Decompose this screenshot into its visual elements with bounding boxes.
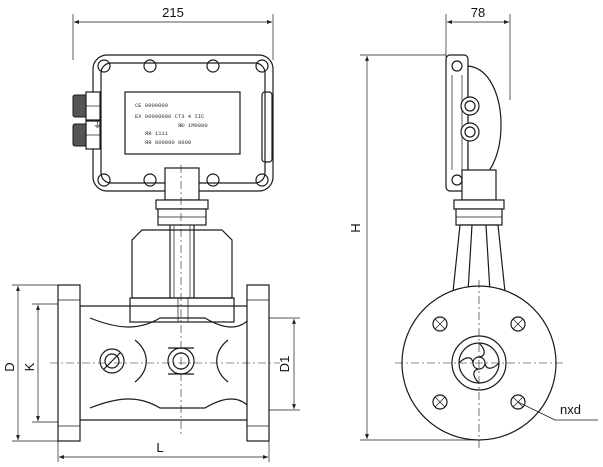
nameplate-line-5: ЯЯ 000000 0000 (145, 139, 191, 146)
dimension-height-label: H (348, 223, 363, 232)
neck (131, 167, 233, 299)
bolt-holes (432, 316, 526, 410)
nameplate-line-1: CE 0000000 (135, 102, 168, 109)
nameplate: CE 0000000 EX 00000000 CT3 4 IIC ЯЮ 1M00… (124, 91, 241, 155)
cable-gland-side-lower (460, 122, 480, 142)
neck-side (452, 169, 506, 293)
dimension-height: H (348, 54, 479, 441)
dimension-length-label: L (156, 440, 163, 455)
dimension-bolt-circle-label: K (22, 362, 37, 371)
dimension-width-label: 215 (162, 5, 184, 20)
cable-gland-lower (72, 120, 101, 150)
junction-box: ⏚ CE 0000000 EX 00000000 CT3 4 IIC ЯЮ 1M… (72, 54, 274, 192)
side-view: 78 (348, 5, 598, 448)
dimension-depth: 78 (445, 5, 511, 100)
front-view: 215 ⏚ (2, 5, 300, 462)
dimension-width: 215 (72, 5, 274, 60)
nameplate-line-3: ЯЮ 1M0000 (178, 122, 208, 129)
dimension-depth-label: 78 (471, 5, 485, 20)
impeller-vanes (458, 342, 500, 384)
meter-body (79, 297, 254, 421)
dimension-length: L (57, 440, 270, 462)
bolt-hole-callout-label: nxd (560, 402, 581, 417)
dimension-bolt-circle: K (22, 303, 58, 423)
pressure-port (99, 348, 125, 374)
dimension-flange-diameter-label: D (2, 362, 17, 371)
cable-gland-upper (72, 91, 101, 121)
nameplate-line-2: EX 00000000 CT3 4 IIC (135, 113, 205, 120)
nameplate-line-4: ЯЯ 1111 (145, 130, 169, 137)
junction-box-side (445, 54, 502, 192)
ground-icon: ⏚ (93, 120, 102, 131)
cable-gland-side-upper (460, 96, 480, 116)
dimension-bore-label: D1 (277, 356, 292, 373)
dimension-flange-diameter: D (2, 284, 58, 442)
bolt-hole-callout: nxd (517, 401, 598, 421)
dimension-bore: D1 (269, 317, 300, 411)
